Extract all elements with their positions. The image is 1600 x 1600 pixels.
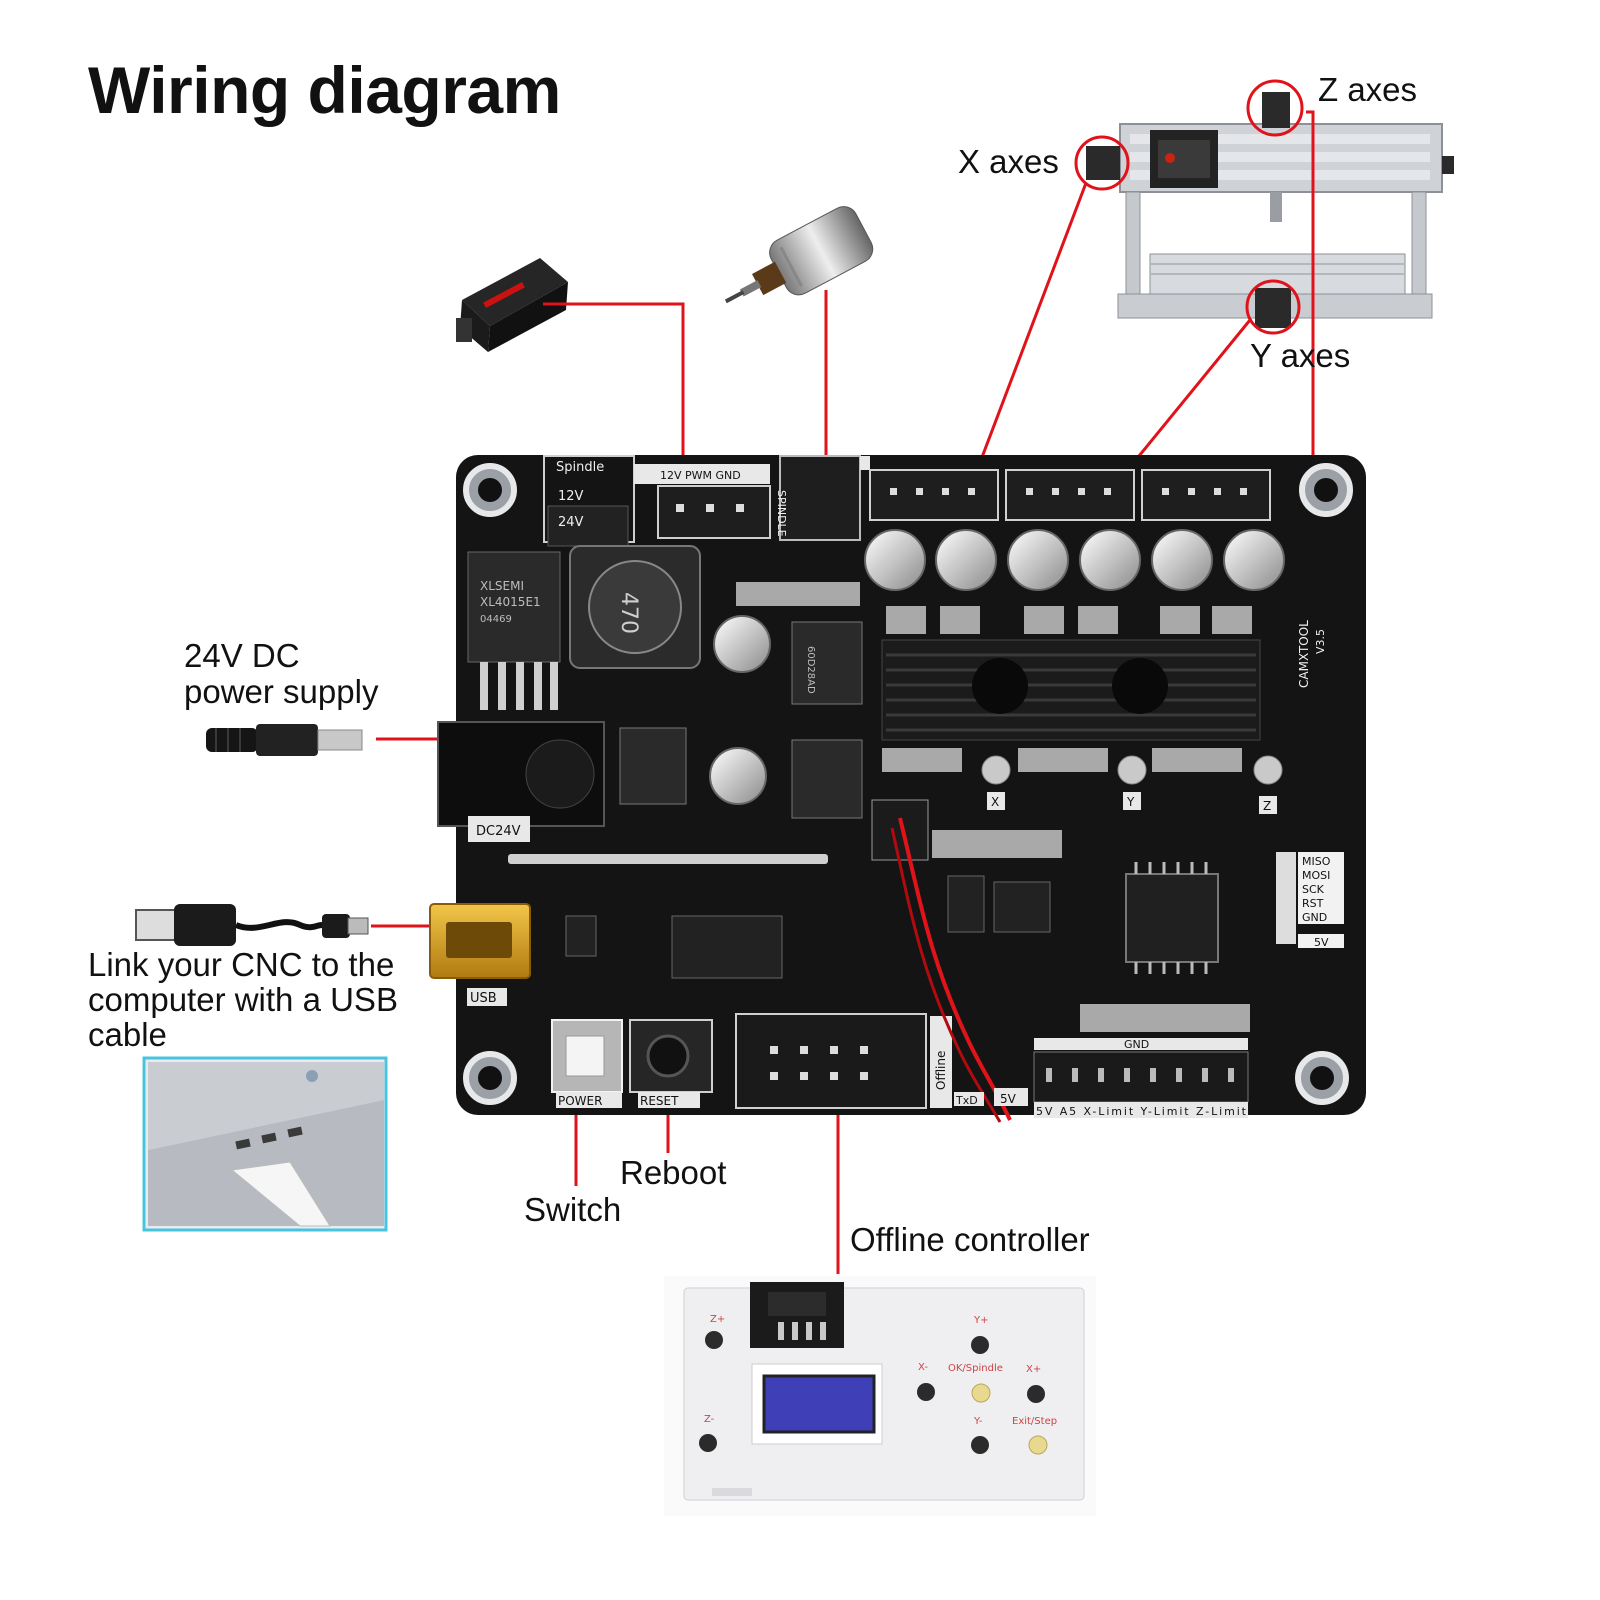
pot-z-label: Z (1263, 799, 1271, 813)
limit-labels: 5V A5 X-Limit Y-Limit Z-Limit (1036, 1105, 1247, 1118)
power-label-line-2: power supply (184, 673, 379, 710)
ctrl-y-minus-label: Y- (973, 1416, 983, 1427)
version-label: V3.5 (1314, 629, 1327, 654)
usb-label: USB (470, 991, 497, 1006)
offline-controller: Z+ Z- Y+ X- OK/Spindle X+ Y- Exit/Step (664, 1276, 1096, 1516)
capacitors (709, 529, 1285, 805)
laser-module-image (456, 258, 568, 352)
usb-cable-image (135, 904, 369, 946)
ctrl-x-minus-label: X- (918, 1362, 928, 1373)
label-12v: 12V (558, 489, 584, 504)
isp-mosi: MOSI (1302, 869, 1330, 882)
power-label: POWER (558, 1094, 602, 1108)
mosfet-marking: 60D28AD (805, 646, 816, 694)
offline-controller-label: Offline controller (850, 1221, 1090, 1258)
dc24v-label: DC24V (476, 824, 521, 839)
pot-y-label: Y (1126, 795, 1135, 809)
stepper-connectors (869, 469, 1271, 521)
mcu-chip (1125, 862, 1219, 974)
laptop-usb-photo (142, 1056, 388, 1232)
pot-x-label: X (991, 795, 999, 809)
page-title: Wiring diagram (88, 53, 561, 127)
camxtool-label: CAMXTOOL (1297, 620, 1311, 688)
label-5v: 5V (1000, 1092, 1017, 1106)
gnd-label: GND (1124, 1038, 1149, 1051)
usb-label-line-1: Link your CNC to the (88, 946, 395, 983)
usb-label-line-2: computer with a USB (88, 981, 398, 1018)
ic-marking-3: 04469 (480, 614, 512, 625)
usb-label-line-3: cable (88, 1016, 167, 1053)
spindle-motor-image (724, 206, 874, 304)
pcb-board: Spindle 12V 24V 12V PWM GND SPINDLE CAMX… (429, 455, 1366, 1123)
ctrl-z-plus-label: Z+ (710, 1314, 725, 1325)
reset-label: RESET (640, 1094, 679, 1108)
spindle-vertical-label: SPINDLE (775, 490, 788, 537)
heatsink (881, 639, 1261, 741)
ctrl-x-plus-label: X+ (1026, 1364, 1041, 1375)
ic-marking-1: XLSEMI (480, 579, 524, 593)
y-axes-label: Y axes (1250, 337, 1351, 374)
ctrl-y-plus-label: Y+ (973, 1315, 989, 1326)
power-label-line-1: 24V DC (184, 637, 300, 674)
usb-port (429, 903, 531, 1006)
ctrl-z-minus-label: Z- (704, 1414, 715, 1425)
x-axes-label: X axes (958, 143, 1059, 180)
ic-marking-2: XL4015E1 (480, 595, 541, 609)
isp-rst: RST (1302, 897, 1324, 910)
label-24v: 24V (558, 515, 584, 530)
spindle-label: Spindle (556, 460, 604, 475)
inductor-marking: 470 (616, 592, 641, 634)
cnc-machine (1086, 92, 1454, 328)
ctrl-ok-spindle-label: OK/Spindle (948, 1363, 1003, 1374)
isp-5v: 5V (1314, 936, 1329, 949)
isp-miso: MISO (1302, 855, 1331, 868)
isp-gnd: GND (1302, 911, 1327, 924)
dc-jack (437, 721, 605, 842)
z-axes-label: Z axes (1318, 71, 1418, 108)
dc-power-plug-image (206, 724, 363, 756)
reboot-label: Reboot (620, 1154, 727, 1191)
isp-sck: SCK (1302, 883, 1325, 896)
switch-label: Switch (524, 1191, 622, 1228)
offline-label: Offline (934, 1051, 948, 1090)
txd-label: TxD (955, 1094, 978, 1107)
pwm-header-label: 12V PWM GND (660, 469, 741, 482)
axis-circles (1074, 79, 1304, 335)
ctrl-exit-step-label: Exit/Step (1012, 1416, 1057, 1427)
